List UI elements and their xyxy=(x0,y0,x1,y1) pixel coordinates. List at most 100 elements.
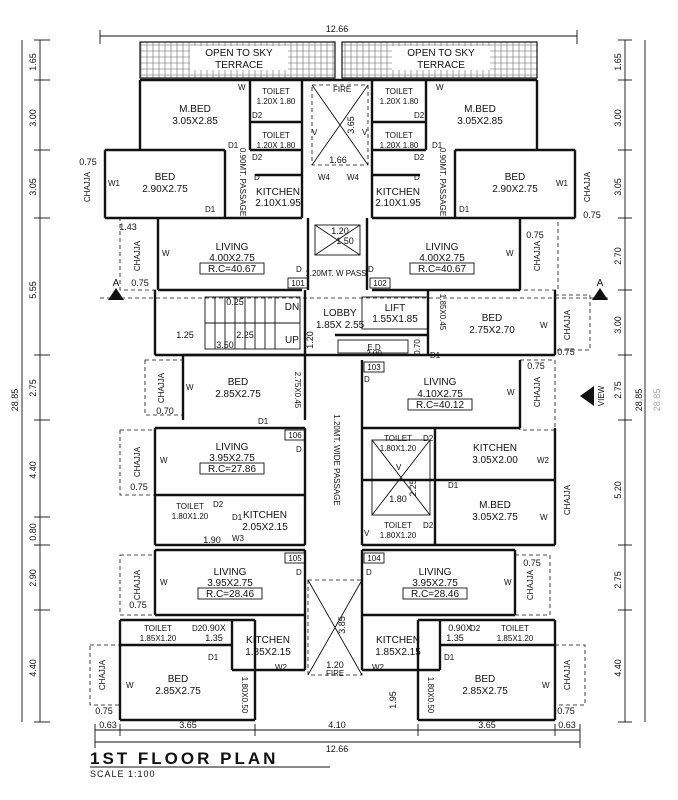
dim-1-20-lift: 1.20 xyxy=(331,226,349,236)
label-D: D xyxy=(254,173,260,182)
terrace-right-line1: OPEN TO SKY xyxy=(407,48,475,59)
room-name: KITCHEN xyxy=(473,443,517,454)
label-W2: W2 xyxy=(537,456,550,465)
room-name: KITCHEN xyxy=(376,635,420,646)
terrace-left-line1: OPEN TO SKY xyxy=(205,48,273,59)
dim-right-1: 1.65 xyxy=(613,53,623,71)
dim-0-75-d: 0.75 xyxy=(526,230,544,240)
room-dim: 1.20X 1.80 xyxy=(380,141,419,150)
flat-number: 106 xyxy=(288,431,302,440)
view-label: VIEW xyxy=(597,385,606,406)
label-D1: D1 xyxy=(208,653,219,662)
dim-1-95: 1.95 xyxy=(388,691,398,709)
room-name: TOILET xyxy=(262,87,290,96)
dim-2-25: 2.25 xyxy=(408,479,418,497)
room-dim: 4.00X2.75 xyxy=(209,253,255,264)
dim-left-1: 1.65 xyxy=(28,53,38,71)
label-D: D xyxy=(296,568,302,577)
room-name: TOILET xyxy=(385,131,413,140)
room-name: BED xyxy=(155,172,176,183)
ed-side: 0.70 xyxy=(413,339,422,355)
dim-1-80: 1.80 xyxy=(389,494,407,504)
label-D: D xyxy=(414,173,420,182)
plan-scale: SCALE 1:100 xyxy=(90,769,156,779)
dimension-lines: 12.66 1.65 3.00 3.05 5.55 2.75 4.40 0.80… xyxy=(10,24,662,754)
terrace-right-line2: TERRACE xyxy=(417,60,465,71)
label-V: V xyxy=(312,128,318,137)
label-W1: W1 xyxy=(556,179,569,188)
room-name: TOILET xyxy=(262,131,290,140)
dim-bottom-seg-1: 0.63 xyxy=(99,720,117,730)
label-D1: D1 xyxy=(432,141,443,150)
dim-bottom-seg-4: 3.65 xyxy=(478,720,496,730)
label-fire-top: FIRE xyxy=(333,85,351,94)
dim-right-4: 2.70 xyxy=(613,247,623,265)
dim-right-3: 3.05 xyxy=(613,178,623,196)
room-name: TOILET xyxy=(176,502,204,511)
dim-bottom-total: 12.66 xyxy=(326,744,349,754)
dim-left-total: 28.85 xyxy=(10,389,20,412)
chajja-11: CHAJJA xyxy=(526,569,535,600)
room-name: KITCHEN xyxy=(246,635,290,646)
dim-top-total: 12.66 xyxy=(326,24,349,34)
room-dim: 2.10X1.95 xyxy=(255,198,301,209)
chajja-5: CHAJJA xyxy=(563,309,572,340)
label-D1: D1 xyxy=(430,351,441,360)
room-dim: 3.95X2.75 xyxy=(207,578,253,589)
label-W4: W4 xyxy=(318,173,331,182)
dim-1-35-a: 1.35 xyxy=(205,633,223,643)
dim-1-80x0-50-b: 1.80X0.50 xyxy=(426,677,435,714)
label-D2: D2 xyxy=(423,434,434,443)
dim-left-5: 2.75 xyxy=(28,379,38,397)
misc-dimensions: 1.43 0.75 0.75 0.75 0.75 0.75 0.75 0.75 … xyxy=(79,116,601,716)
plan-title: 1ST FLOOR PLAN xyxy=(90,749,278,768)
dim-right-5: 3.00 xyxy=(613,316,623,334)
section-mark-left: A xyxy=(113,278,120,289)
label-W: W xyxy=(504,578,512,587)
chajja-1: CHAJJA xyxy=(83,171,92,202)
dim-bottom-seg-3: 4.10 xyxy=(328,720,346,730)
flat-number: 103 xyxy=(367,363,381,372)
label-D: D xyxy=(296,445,302,454)
dim-left-9: 4.40 xyxy=(28,659,38,677)
door-window-labels: W W D2 D2 D2 D2 D1 D1 W1 W1 D1 D1 W4 W4 … xyxy=(108,83,569,690)
chajja-9: CHAJJA xyxy=(563,484,572,515)
label-W: W xyxy=(436,83,444,92)
chajja-6: CHAJJA xyxy=(157,372,166,403)
section-mark-right: A xyxy=(597,278,604,289)
room-dim: 4.10X2.75 xyxy=(417,389,463,400)
dim-left-7: 0.80 xyxy=(28,523,38,541)
room-rc: R.C=40.67 xyxy=(418,264,467,275)
flat-numbers: 101 102 103 106 105 104 xyxy=(284,277,391,564)
dim-0-90-a: 0.90X xyxy=(202,623,226,633)
label-D2: D2 xyxy=(423,521,434,530)
chajja-10: CHAJJA xyxy=(133,569,142,600)
room-dim: 1.55X1.85 xyxy=(372,314,418,325)
ed-dim: 2.00 xyxy=(366,349,382,358)
room-dim: 1.20X 1.80 xyxy=(257,97,296,106)
dim-0-75-e: 0.75 xyxy=(557,347,575,357)
room-name: M.BED xyxy=(464,104,496,115)
section-arrow-right-icon xyxy=(592,288,608,300)
dim-bottom-seg-2: 3.65 xyxy=(179,720,197,730)
label-W: W xyxy=(160,578,168,587)
dim-right-total: 28.85 xyxy=(634,389,644,412)
room-name: LIVING xyxy=(216,242,249,253)
room-dim: 2.85X2.75 xyxy=(215,389,261,400)
dim-0-75-h: 0.75 xyxy=(523,558,541,568)
dim-0-90-b: 0.90X xyxy=(448,623,472,633)
flat-number: 104 xyxy=(367,554,381,563)
room-rc: R.C=28.46 xyxy=(206,589,255,600)
label-D2: D2 xyxy=(414,111,425,120)
dim-left-3: 3.05 xyxy=(28,178,38,196)
label-V: V xyxy=(362,128,368,137)
room-rc: R.C=28.46 xyxy=(411,589,460,600)
dim-left-6: 4.40 xyxy=(28,461,38,479)
label-W: W xyxy=(542,681,550,690)
dim-0-70: 0.70 xyxy=(156,406,174,416)
room-dim: 1.85X1.20 xyxy=(497,634,534,643)
chajja-13: CHAJJA xyxy=(563,659,572,690)
label-W: W xyxy=(238,83,246,92)
label-W: W xyxy=(186,383,194,392)
